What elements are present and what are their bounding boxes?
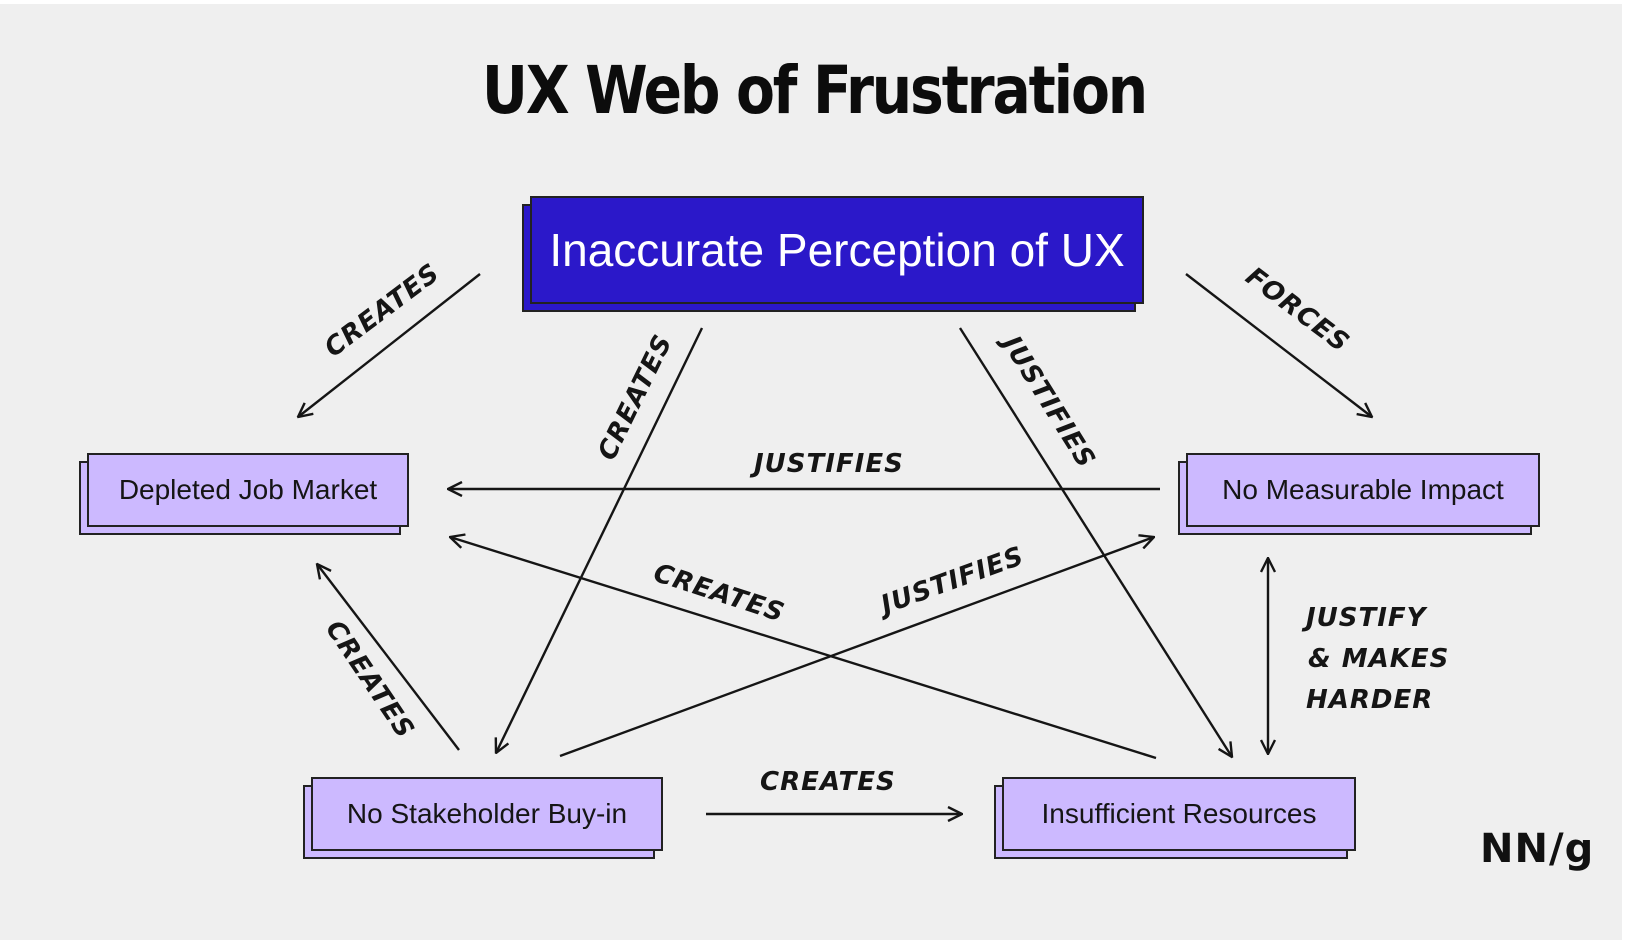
edge-label-perception-to-impact: FORCES — [1240, 262, 1355, 359]
edge-label-perception-to-buyin: CREATES — [592, 330, 678, 465]
nngroup-logo: NN/g — [1480, 826, 1595, 872]
edge-buyin-to-job-market — [317, 564, 460, 751]
node-label: Insufficient Resources — [1002, 777, 1356, 851]
edge-label-impact-resources-line-3: HARDER — [1306, 685, 1433, 715]
diagram-title: UX Web of Frustration — [481, 52, 1148, 129]
node-label: No Measurable Impact — [1186, 453, 1540, 527]
edge-label-buyin-to-impact: JUSTIFIES — [872, 541, 1028, 622]
edge-label-impact-to-job-market: JUSTIFIES — [749, 449, 904, 479]
edge-perception-to-job-market — [298, 273, 481, 417]
node-insufficient-resources: Insufficient Resources — [994, 777, 1356, 859]
node-no-stakeholder-buyin: No Stakeholder Buy-in — [303, 777, 663, 859]
edge-perception-to-resources — [958, 327, 1232, 757]
node-depleted-job-market: Depleted Job Market — [79, 453, 409, 535]
edge-buyin-to-impact — [559, 537, 1154, 758]
edge-label-perception-to-job-market: CREATES — [319, 258, 445, 364]
edge-perception-to-buyin — [496, 327, 704, 753]
edge-resources-to-job-market — [450, 537, 1157, 760]
edge-label-perception-to-resources: JUSTIFIES — [993, 327, 1100, 474]
node-inaccurate-perception: Inaccurate Perception of UX — [522, 196, 1144, 312]
edge-label-impact-resources-line-2: & MAKES — [1308, 644, 1449, 674]
node-label: No Stakeholder Buy-in — [311, 777, 663, 851]
node-label: Inaccurate Perception of UX — [530, 196, 1144, 304]
edge-label-buyin-to-resources: CREATES — [760, 767, 896, 797]
node-label: Depleted Job Market — [87, 453, 409, 527]
edge-label-impact-resources-line-1: JUSTIFY — [1301, 603, 1429, 633]
edge-label-resources-to-job-market: CREATES — [650, 558, 788, 628]
node-no-measurable-impact: No Measurable Impact — [1178, 453, 1540, 535]
edge-perception-to-impact — [1185, 273, 1372, 417]
